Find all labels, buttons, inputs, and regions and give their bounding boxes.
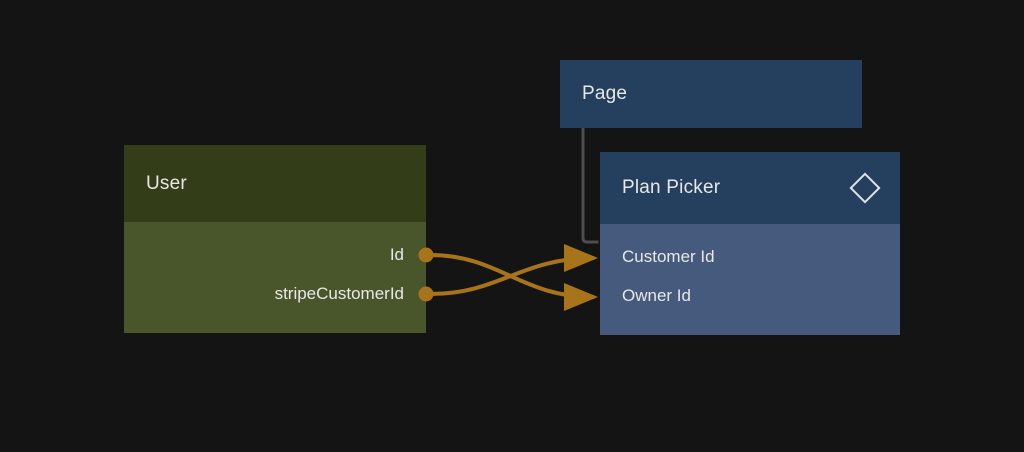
handle-user-stripe-customer-id-source[interactable]	[418, 286, 434, 302]
edge-id-to-owner-id	[429, 253, 598, 311]
node-user-header[interactable]: User	[124, 145, 426, 222]
node-plan-picker-title: Plan Picker	[622, 177, 721, 198]
diamond-icon	[849, 172, 881, 204]
node-user-body: Id stripeCustomerId	[124, 222, 426, 333]
node-user[interactable]: User Id stripeCustomerId	[124, 145, 426, 333]
field-plan-picker-owner-id[interactable]: Owner Id	[622, 286, 691, 305]
node-plan-picker[interactable]: Plan Picker Customer Id Owner Id	[600, 152, 900, 335]
node-page[interactable]: Page	[560, 60, 862, 128]
handle-user-id-source[interactable]	[418, 247, 434, 263]
node-plan-picker-body: Customer Id Owner Id	[600, 224, 900, 335]
node-page-header[interactable]: Page	[560, 60, 862, 128]
node-plan-picker-header[interactable]: Plan Picker	[600, 152, 900, 224]
edge-page-to-plan-picker	[581, 126, 599, 244]
field-plan-picker-customer-id[interactable]: Customer Id	[622, 247, 715, 266]
field-user-stripe-customer-id[interactable]: stripeCustomerId	[274, 284, 404, 303]
node-user-title: User	[146, 172, 187, 194]
node-page-title: Page	[582, 83, 628, 104]
field-user-id[interactable]: Id	[389, 245, 404, 264]
edge-stripe-customer-id-to-customer-id	[429, 244, 598, 296]
